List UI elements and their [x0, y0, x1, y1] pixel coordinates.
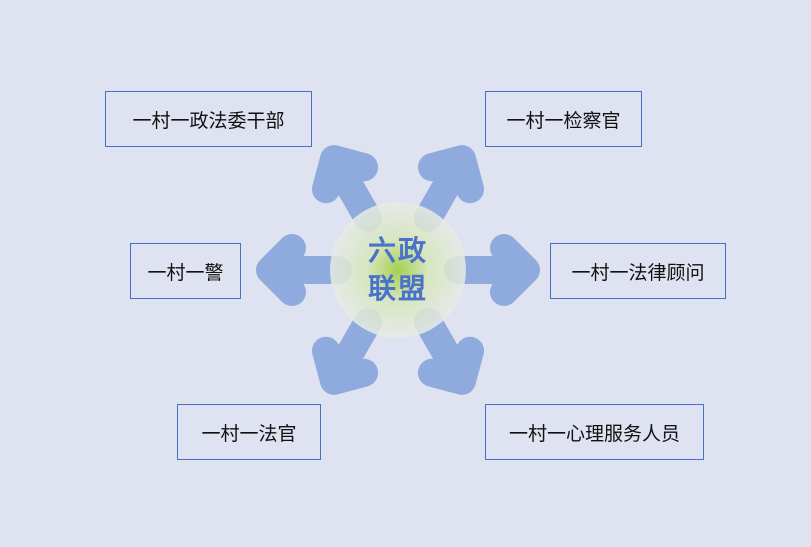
center-circle [330, 202, 466, 338]
box-prosecutor: 一村一检察官 [485, 91, 642, 147]
box-counselor: 一村一心理服务人员 [485, 404, 704, 460]
arrow-up-right-icon [414, 145, 485, 233]
box-judge: 一村一法官 [177, 404, 321, 460]
arrow-right-icon [444, 234, 540, 306]
box-legal-advisor: 一村一法律顾问 [550, 243, 726, 299]
box-political-legal-cadre: 一村一政法委干部 [105, 91, 312, 147]
center-line-2: 联盟 [367, 272, 428, 305]
center-line-1: 六政 [367, 234, 428, 267]
arrow-down-right-icon [414, 307, 485, 395]
arrow-left-icon [256, 234, 352, 306]
arrow-up-left-icon [311, 145, 382, 233]
box-police: 一村一警 [130, 243, 241, 299]
center-label: 六政 联盟 [358, 232, 438, 308]
arrow-down-left-icon [311, 307, 382, 395]
